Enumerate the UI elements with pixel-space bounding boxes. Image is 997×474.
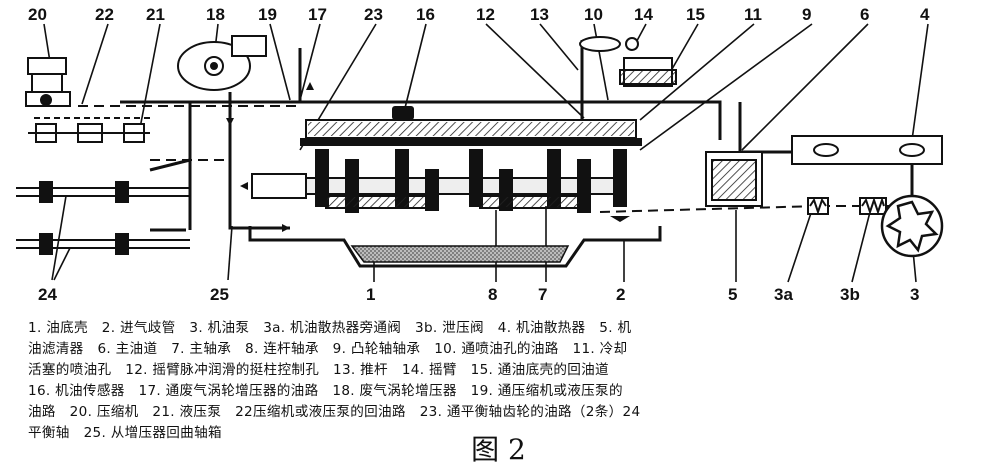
- legend-line-5: 油路 20. 压缩机 21. 液压泵 22压缩机或液压泵的回油路 23. 通平衡…: [28, 404, 641, 420]
- callout-16: 16: [416, 5, 435, 24]
- legend-line-2: 油滤清器 6. 主油道 7. 主轴承 8. 连杆轴承 9. 凸轮轴轴承 10. …: [28, 341, 628, 357]
- callout-4: 4: [920, 5, 930, 24]
- arrows: [226, 82, 630, 232]
- callout-9: 9: [802, 5, 811, 24]
- turbocharger-18: [177, 35, 267, 91]
- callout-5: 5: [728, 285, 737, 304]
- callout-3a: 3a: [774, 285, 793, 304]
- oil-pump-3: [880, 194, 944, 258]
- oil-cooler-4: [791, 135, 943, 210]
- callout-8: 8: [488, 285, 497, 304]
- oil-pan-1: [248, 226, 662, 268]
- balance-shafts-24: [16, 181, 190, 255]
- callout-3b: 3b: [840, 285, 860, 304]
- callout-6: 6: [860, 5, 869, 24]
- callout-22: 22: [95, 5, 114, 24]
- callout-17: 17: [308, 5, 327, 24]
- oil-sensor-16: [392, 106, 414, 120]
- callout-14: 14: [634, 5, 653, 24]
- callout-2: 2: [616, 285, 625, 304]
- callout-3: 3: [910, 285, 919, 304]
- pressure-relief-valve-3b: [859, 196, 887, 216]
- crankshaft: [251, 149, 627, 213]
- legend-line-6: 平衡轴 25. 从增压器回曲轴箱: [28, 425, 222, 441]
- legend: 1. 油底壳 2. 进气歧管 3. 机油泵 3a. 机油散热器旁通阀 3b. 泄…: [28, 318, 968, 444]
- callout-23: 23: [364, 5, 383, 24]
- legend-line-3: 活塞的喷油孔 12. 摇臂脉冲润滑的挺柱控制孔 13. 推杆 14. 摇臂 15…: [28, 362, 609, 378]
- callout-18: 18: [206, 5, 225, 24]
- callout-1: 1: [366, 285, 375, 304]
- lubrication-system-diagram: 20 22 21 18 19 17 23 16 12 13 10 14 15 1…: [16, 5, 944, 304]
- callout-24: 24: [38, 285, 57, 304]
- callout-13: 13: [530, 5, 549, 24]
- callout-21: 21: [146, 5, 165, 24]
- callout-19: 19: [258, 5, 277, 24]
- callout-20: 20: [28, 5, 47, 24]
- callout-11: 11: [744, 5, 762, 24]
- callout-15: 15: [686, 5, 705, 24]
- callout-10: 10: [584, 5, 603, 24]
- legend-line-4: 16. 机油传感器 17. 通废气涡轮增压器的油路 18. 废气涡轮增压器 19…: [28, 383, 623, 399]
- oil-filter-5: [705, 151, 763, 207]
- rocker-arm-assembly: [579, 36, 677, 120]
- compressor-20: [25, 57, 71, 107]
- figure-caption: 图 2: [471, 433, 526, 466]
- oil-lines: [120, 48, 800, 232]
- callout-numbers: 20 22 21 18 19 17 23 16 12 13 10 14 15 1…: [28, 5, 930, 304]
- hydraulic-pump-21: [28, 117, 150, 143]
- callout-12: 12: [476, 5, 495, 24]
- callout-7: 7: [538, 285, 547, 304]
- callout-25: 25: [210, 285, 229, 304]
- camshaft-gear-rail: [300, 119, 642, 146]
- bypass-valve-3a: [807, 197, 829, 216]
- legend-line-1: 1. 油底壳 2. 进气歧管 3. 机油泵 3a. 机油散热器旁通阀 3b. 泄…: [28, 320, 632, 336]
